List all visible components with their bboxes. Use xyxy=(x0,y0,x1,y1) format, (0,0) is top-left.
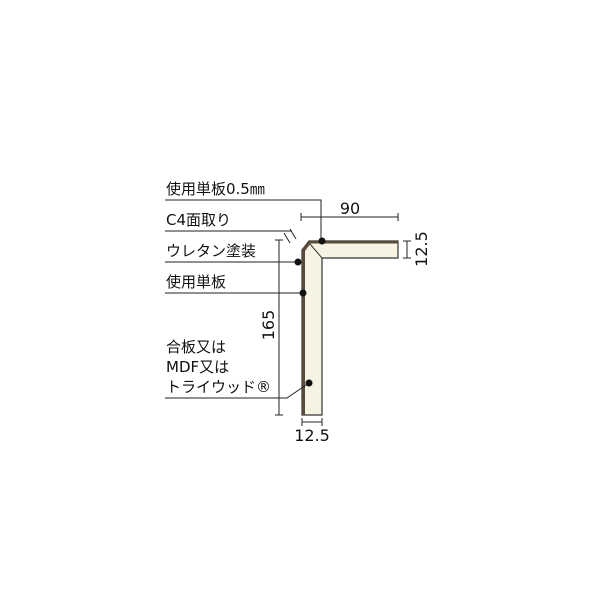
label-core-line3: トライウッド® xyxy=(166,378,271,396)
dim-side-value: 12.5 xyxy=(294,426,330,445)
chamfer-mark-1 xyxy=(283,232,291,244)
label-core-line1: 合板又は xyxy=(166,338,226,356)
board-core xyxy=(301,240,399,416)
dimension-lines xyxy=(275,213,411,426)
label-chamfer: C4面取り xyxy=(166,211,231,229)
dim-width-value: 90 xyxy=(340,199,360,218)
dim-height-value: 165 xyxy=(259,310,278,341)
board-profile xyxy=(301,240,399,416)
chamfer-mark-2 xyxy=(289,228,297,240)
dim-top-thickness-value: 12.5 xyxy=(412,231,431,267)
leader-lines xyxy=(165,199,322,399)
dot-veneer-thickness xyxy=(318,237,326,245)
leader-core xyxy=(165,382,310,399)
dot-urethane xyxy=(294,258,302,266)
label-urethane: ウレタン塗装 xyxy=(166,242,256,260)
label-veneer-thickness: 使用単板0.5㎜ xyxy=(166,180,265,198)
dot-veneer xyxy=(299,289,307,297)
leader-dots xyxy=(294,237,326,387)
label-core-line2: MDF又は xyxy=(166,358,229,376)
chamfer-inner-line xyxy=(309,243,323,259)
leader-veneer-thickness xyxy=(165,199,322,241)
dot-core xyxy=(305,379,313,387)
label-veneer: 使用単板 xyxy=(166,273,226,291)
